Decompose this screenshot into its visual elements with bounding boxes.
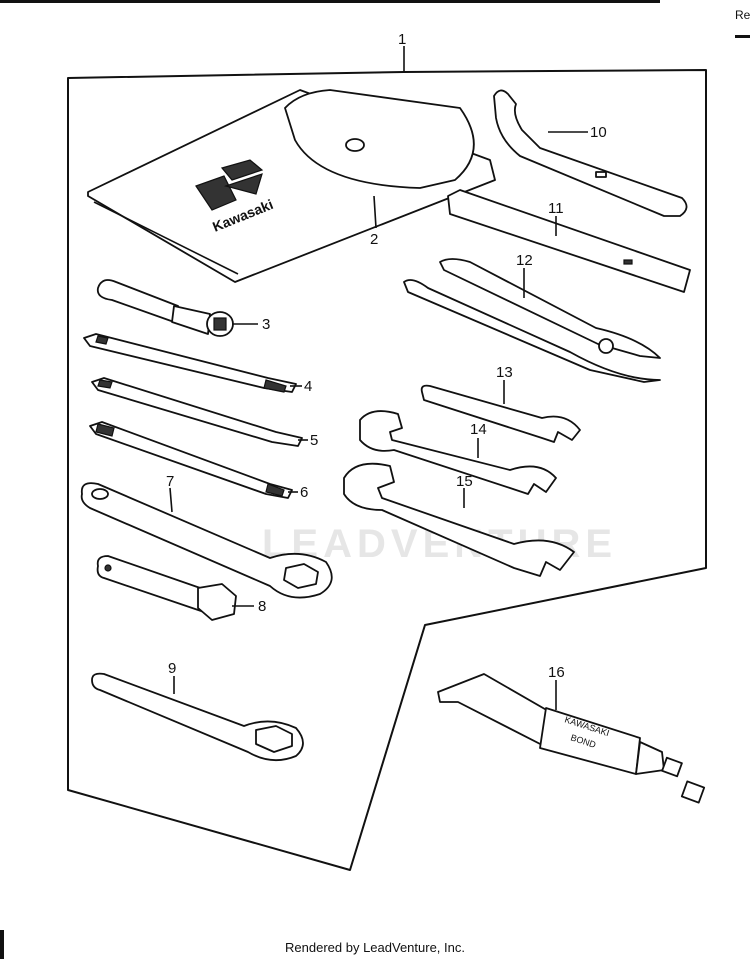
top-rule bbox=[0, 0, 660, 3]
callout-8: 8 bbox=[258, 598, 266, 615]
bond-tube: KAWASAKI BOND bbox=[437, 673, 706, 804]
screwdriver-blade-6 bbox=[89, 421, 293, 499]
open-wrench-13 bbox=[420, 384, 581, 443]
footer-credit: Rendered by LeadVenture, Inc. bbox=[285, 940, 465, 955]
handle-wrench bbox=[91, 672, 304, 762]
callout-12: 12 bbox=[516, 252, 533, 269]
hook-spanner bbox=[493, 89, 688, 217]
leader-7 bbox=[169, 487, 173, 513]
callout-3: 3 bbox=[262, 316, 270, 333]
tool-pouch: Kawasaki bbox=[87, 89, 496, 283]
callout-13: 13 bbox=[496, 364, 513, 381]
callout-14: 14 bbox=[470, 421, 487, 438]
callout-7: 7 bbox=[166, 473, 174, 490]
screwdriver-blade-4 bbox=[83, 333, 297, 393]
left-edge-mark bbox=[0, 930, 4, 959]
callout-9: 9 bbox=[168, 660, 176, 677]
screwdriver-handle bbox=[96, 279, 234, 337]
leader-2 bbox=[373, 195, 377, 229]
flat-bar bbox=[447, 189, 691, 293]
open-wrench-15 bbox=[343, 462, 575, 577]
open-wrench-14 bbox=[359, 410, 557, 495]
callout-4: 4 bbox=[304, 378, 312, 395]
ring-spanner bbox=[80, 482, 333, 599]
callout-6: 6 bbox=[300, 484, 308, 501]
callout-5: 5 bbox=[310, 432, 318, 449]
socket-wrench bbox=[96, 555, 237, 621]
callout-10: 10 bbox=[590, 124, 607, 141]
callout-1: 1 bbox=[398, 31, 406, 48]
callout-15: 15 bbox=[456, 473, 473, 490]
kit-boundary bbox=[67, 69, 707, 871]
callout-16: 16 bbox=[548, 664, 565, 681]
callout-11: 11 bbox=[548, 200, 564, 217]
screwdriver-blade-5 bbox=[91, 377, 303, 447]
corner-text: Re bbox=[735, 8, 750, 22]
corner-dash bbox=[735, 35, 750, 38]
pliers bbox=[403, 258, 661, 383]
callout-2: 2 bbox=[370, 231, 378, 248]
